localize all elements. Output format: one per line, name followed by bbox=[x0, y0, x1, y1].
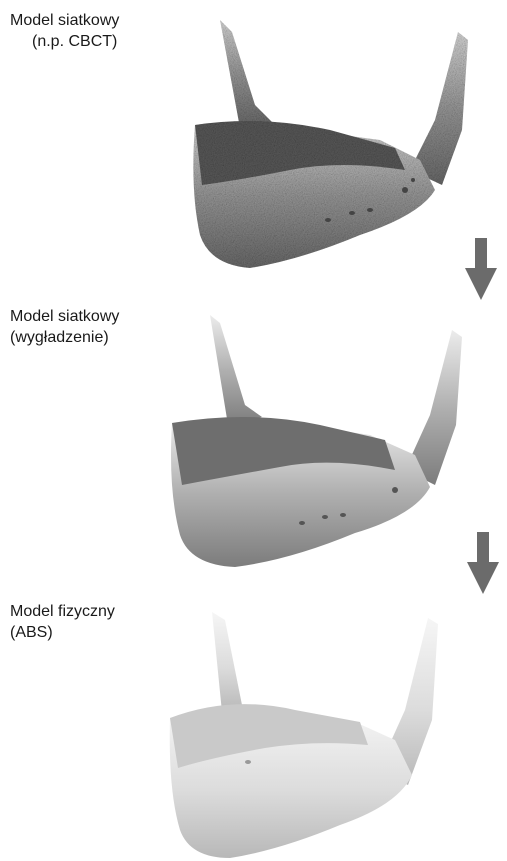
stage-3-label: Model fizyczny (ABS) bbox=[10, 601, 115, 643]
stage-2-label: Model siatkowy (wygładzenie) bbox=[10, 306, 119, 348]
stage-1-label: Model siatkowy (n.p. CBCT) bbox=[10, 10, 150, 52]
down-arrow-icon bbox=[467, 532, 499, 594]
stage-3-subtitle: (ABS) bbox=[10, 624, 53, 641]
mandible-raw-mesh-image bbox=[180, 10, 480, 275]
mandible-physical-abs-image bbox=[150, 600, 450, 860]
stage-1-subtitle: (n.p. CBCT) bbox=[10, 31, 150, 52]
down-arrow-icon bbox=[465, 238, 497, 300]
stage-2-subtitle: (wygładzenie) bbox=[10, 329, 109, 346]
stage-1-title: Model siatkowy bbox=[10, 10, 150, 31]
stage-3-title: Model fizyczny bbox=[10, 603, 115, 620]
stage-2-title: Model siatkowy bbox=[10, 308, 119, 325]
mandible-smoothed-mesh-image bbox=[160, 305, 470, 575]
